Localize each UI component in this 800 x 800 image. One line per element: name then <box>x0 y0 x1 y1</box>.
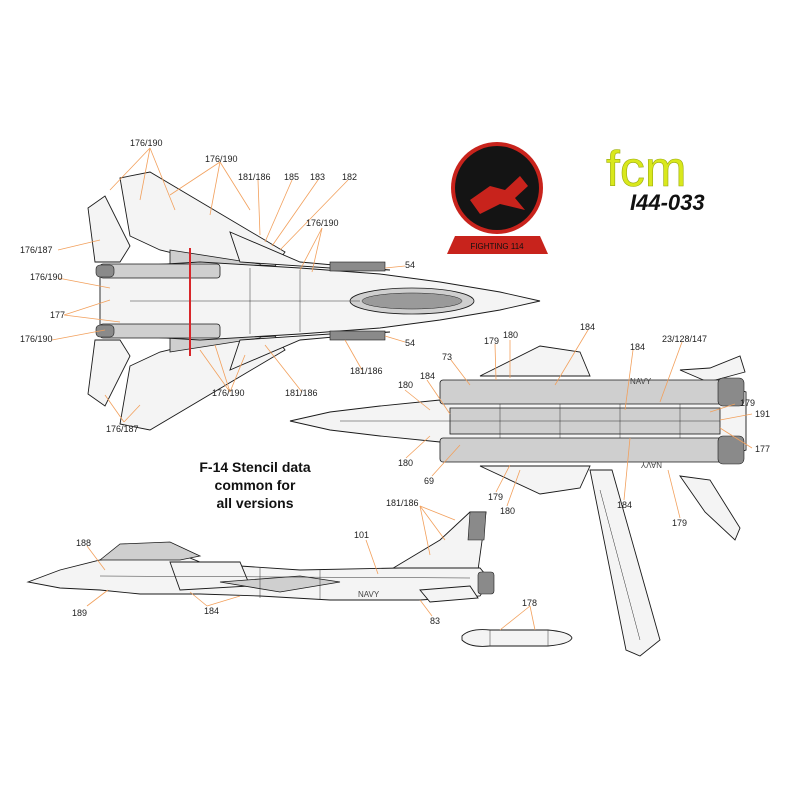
callout-label: 188 <box>76 538 91 548</box>
callout-label: 179 <box>740 398 755 408</box>
callout-label: 176/190 <box>30 272 63 282</box>
bottom-view-leaders <box>404 329 753 519</box>
callout-label: 184 <box>630 342 645 352</box>
callout-label: 101 <box>354 530 369 540</box>
brand-block: fcm I44-033 <box>606 141 705 215</box>
callout-label: 177 <box>755 444 770 454</box>
navy-marking: NAVY <box>640 460 662 469</box>
callout-label: 176/190 <box>20 334 53 344</box>
callout-label: 184 <box>617 500 632 510</box>
callout-label: 182 <box>342 172 357 182</box>
callout-label: 180 <box>503 330 518 340</box>
callout-label: 69 <box>424 476 434 486</box>
callout-label: 179 <box>488 492 503 502</box>
callout-label: 176/187 <box>20 245 53 255</box>
callout-label: 176/190 <box>205 154 238 164</box>
callout-label: 183 <box>310 172 325 182</box>
callout-label: 185 <box>284 172 299 182</box>
callout-label: 54 <box>405 338 415 348</box>
callout-label: 180 <box>398 458 413 468</box>
callout-label: 73 <box>442 352 452 362</box>
callout-label: 184 <box>580 322 595 332</box>
callout-label: 179 <box>484 336 499 346</box>
side-view-callouts: 181/186 101 188 189 184 83 <box>72 498 440 626</box>
caption-line-1: F-14 Stencil data <box>199 459 310 475</box>
caption-block: F-14 Stencil data common for all version… <box>199 459 310 511</box>
callout-label: 181/186 <box>350 366 383 376</box>
callout-label: 181/186 <box>238 172 271 182</box>
side-view-leaders <box>86 505 456 617</box>
navy-marking: NAVY <box>358 590 380 599</box>
navy-marking: NAVY <box>630 377 652 386</box>
brand-logo: fcm <box>606 141 687 197</box>
aircraft-side-view: NAVY <box>26 511 495 603</box>
drop-tank: 178 <box>461 598 573 647</box>
callout-label: 181/186 <box>285 388 318 398</box>
callout-label: 176/190 <box>212 388 245 398</box>
callout-label: 23/128/147 <box>662 334 707 344</box>
badge-text: FIGHTING 114 <box>470 242 524 251</box>
callout-label: 176/190 <box>130 138 163 148</box>
squadron-badge: FIGHTING 114 <box>447 142 548 254</box>
callout-label: 184 <box>420 371 435 381</box>
callout-label: 54 <box>405 260 415 270</box>
callout-label: 83 <box>430 616 440 626</box>
callout-label: 176/190 <box>306 218 339 228</box>
aircraft-top-view <box>87 171 541 431</box>
callout-label: 180 <box>500 506 515 516</box>
top-view-leaders <box>51 147 406 423</box>
callout-label: 179 <box>672 518 687 528</box>
top-view-callouts: 176/190 176/190 181/186 185 183 182 176/… <box>20 138 415 434</box>
callout-label: 184 <box>204 606 219 616</box>
badge-banner <box>447 236 548 254</box>
product-code: I44-033 <box>630 190 705 215</box>
callout-label: 177 <box>50 310 65 320</box>
callout-label: 178 <box>522 598 537 608</box>
caption-line-2: common for <box>215 477 296 493</box>
callout-label: 191 <box>755 409 770 419</box>
aircraft-bottom-view: NAVY NAVY <box>289 345 747 657</box>
callout-label: 181/186 <box>386 498 419 508</box>
callout-label: 189 <box>72 608 87 618</box>
caption-line-3: all versions <box>216 495 293 511</box>
bottom-view-callouts: 184 180 179 73 184 23/128/147 180 184 17… <box>398 322 770 528</box>
callout-label: 180 <box>398 380 413 390</box>
callout-label: 176/187 <box>106 424 139 434</box>
